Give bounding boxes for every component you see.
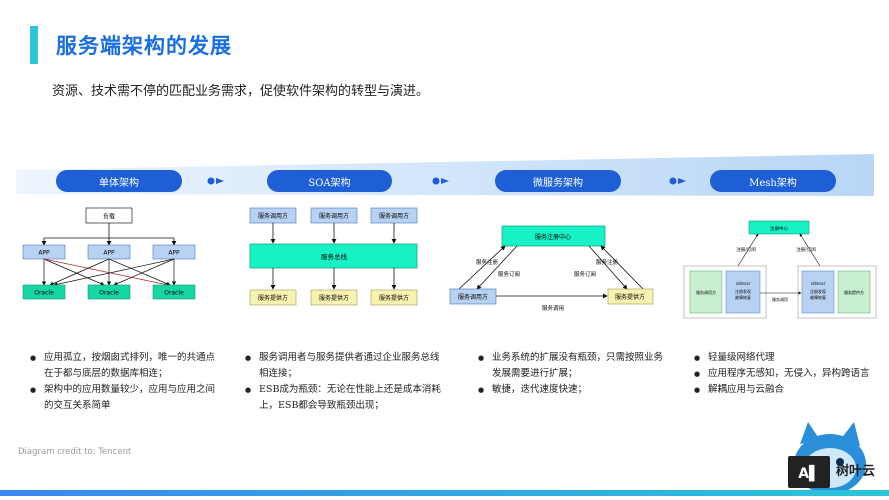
soa-diagram: 服务调用方 服务调用方 服务调用方 服务总线 服务提供方 服务提供方 服务提供方 — [249, 207, 418, 306]
mesh-diagram: 注册中心 注册/订阅 注册/订阅 服务调用方 sidecar 注册发现 故障恢复… — [683, 220, 877, 319]
left-sidecar-sub1: 注册发现 — [735, 288, 751, 294]
bullets-mesh: 轻量级网络代理 应用程序无感知，无侵入，异构跨语言 解耦应用与云融合 — [694, 350, 874, 398]
app-label: APP — [103, 250, 115, 257]
sub-right-label: 服务订阅 — [574, 270, 596, 278]
registry-label: 服务注册中心 — [535, 233, 571, 241]
left-sidecar-box — [725, 270, 761, 314]
title-accent-bar — [30, 26, 38, 64]
connector-arrow-icon — [207, 177, 224, 185]
bullets-monolith: 应用孤立，按烟囱式排列，唯一的共通点在于都与底层的数据库相连； 架构中的应用数量… — [30, 350, 216, 414]
reg-right-label: 服务注册 — [596, 258, 619, 266]
caller-label: 服务调用方 — [258, 212, 288, 220]
bullet-item: 架构中的应用数量较少，应用与应用之间的交互关系简单 — [30, 382, 216, 414]
bullets-microservice: 业务系统的扩展没有瓶颈，只需按照业务发展需要进行扩展； 敏捷，迭代速度快速； — [478, 350, 666, 398]
bus-label: 服务总线 — [321, 252, 348, 261]
footer-accent-line — [0, 490, 889, 496]
db-label: Oracle — [34, 290, 54, 297]
connector-arrow-icon — [669, 177, 686, 185]
center-box — [748, 220, 810, 235]
app-label: APP — [38, 250, 50, 257]
load-label: 负载 — [103, 213, 115, 221]
provider-box — [249, 289, 297, 306]
provider-box — [607, 288, 654, 305]
page-subtitle: 资源、技术需不停的匹配业务需求，促使软件架构的转型与演进。 — [52, 84, 430, 99]
bullets-soa: 服务调用者与服务提供者通过企业服务总线相连接； ESB成为瓶颈：无论在性能上还是… — [245, 350, 441, 414]
left-sidecar-label: sidecar — [736, 281, 751, 286]
db-box — [22, 284, 66, 300]
bullet-item: 应用孤立，按烟囱式排列，唯一的共通点在于都与底层的数据库相连； — [30, 350, 216, 382]
bullet-item: 敏捷，迭代速度快速； — [478, 382, 666, 398]
caller-label: 服务调用方 — [319, 212, 349, 220]
svg-text:A▌: A▌ — [798, 464, 820, 482]
provider-box — [310, 289, 358, 306]
caller-label: 服务调用方 — [379, 212, 409, 220]
right-sidecar-box — [801, 270, 835, 314]
bullet-item: 解耦应用与云融合 — [694, 382, 874, 398]
logo-text: 树叶云 — [836, 464, 876, 479]
bullet-item: 应用程序无感知，无侵入，异构跨语言 — [694, 366, 874, 382]
provider-label: 服务提供方 — [379, 294, 409, 302]
stage-mesh: Mesh架构 — [710, 170, 836, 192]
bullet-item: 业务系统的扩展没有瓶颈，只需按照业务发展需要进行扩展； — [478, 350, 666, 382]
evolution-band — [16, 154, 874, 196]
left-app-box — [689, 270, 723, 314]
bullet-item: 轻量级网络代理 — [694, 350, 874, 366]
right-sidecar-label: sidecar — [811, 281, 826, 286]
left-sidecar-sub2: 故障恢复 — [735, 294, 751, 300]
bullet-item: ESB成为瓶颈：无论在性能上还是成本消耗上，ESB都会导致瓶颈出现； — [245, 382, 441, 414]
stage-monolith: 单体架构 — [56, 170, 182, 192]
provider-label: 服务提供方 — [258, 294, 288, 302]
db-label: Oracle — [164, 290, 184, 297]
reg-left-label: 服务注册 — [476, 258, 499, 266]
left-app-label: 服务调用方 — [696, 289, 716, 295]
page-title: 服务端架构的发展 — [56, 34, 232, 58]
db-box — [152, 284, 196, 300]
db-box — [87, 284, 131, 300]
stage-microservice: 微服务架构 — [495, 170, 621, 192]
provider-box — [370, 289, 418, 306]
monolith-diagram: 负载 APP APP APP Oracle Oracle Oracle — [22, 207, 196, 300]
microservice-diagram: 服务注册中心 服务注册 服务订阅 服务注册 服务订阅 服务调用方 服务提供方 服… — [449, 225, 654, 312]
provider-label: 服务提供方 — [319, 294, 349, 302]
mascot-logo-icon: A▌ — [788, 422, 866, 494]
center-label: 注册中心 — [770, 225, 788, 232]
caller-box — [449, 288, 497, 305]
connector-arrow-icon — [432, 177, 449, 185]
bullet-item: 服务调用者与服务提供者通过企业服务总线相连接； — [245, 350, 441, 382]
db-label: Oracle — [99, 290, 119, 297]
sub-left-label: 服务订阅 — [498, 270, 520, 278]
app-label: APP — [168, 250, 180, 257]
stage-soa: SOA架构 — [267, 170, 392, 192]
caller-label: 服务调用方 — [458, 293, 488, 301]
right-app-label: 服务提供方 — [844, 289, 864, 295]
reg-right-label: 注册/订阅 — [796, 246, 816, 253]
call-label: 服务调用 — [542, 304, 564, 312]
right-app-box — [837, 270, 871, 314]
call-label: 服务调用 — [772, 296, 788, 302]
reg-left-label: 注册/订阅 — [736, 246, 756, 253]
diagram-credit: Diagram credit to: Tencent — [18, 447, 132, 457]
right-sidecar-sub2: 故障恢复 — [810, 294, 826, 300]
right-sidecar-sub1: 注册发现 — [810, 288, 826, 294]
provider-label: 服务提供方 — [615, 293, 645, 301]
registry-box — [501, 225, 606, 247]
bus-box — [249, 243, 418, 269]
